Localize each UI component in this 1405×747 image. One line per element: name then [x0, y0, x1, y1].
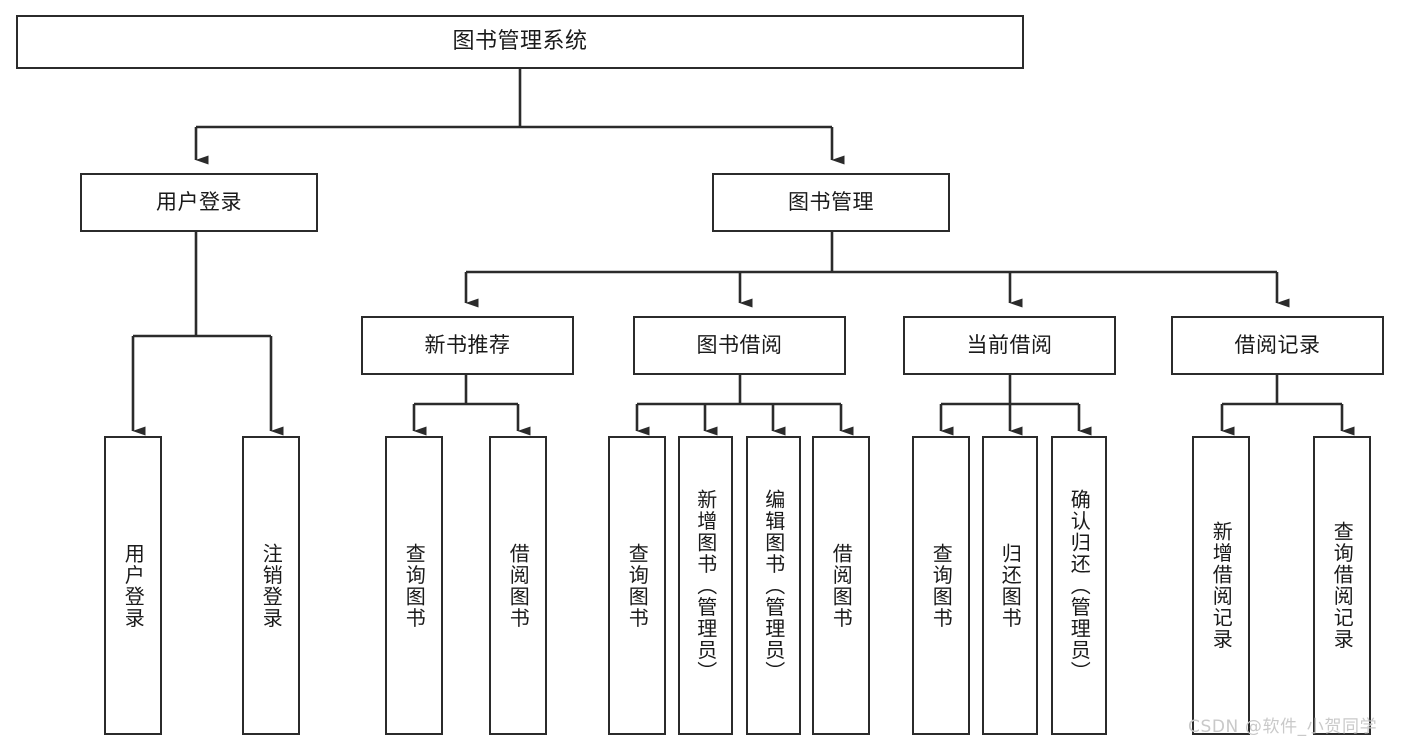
leaf-borrow-book-recommend[interactable]: 借阅图书 [489, 436, 547, 735]
leaf-confirm-return-admin[interactable]: 确认归还（管理员） [1051, 436, 1107, 735]
node-label: 编辑图书（管理员） [761, 488, 786, 683]
node-label: 用户登录 [156, 190, 242, 215]
node-label: 借阅记录 [1234, 333, 1321, 358]
leaf-user-login[interactable]: 用户登录 [104, 436, 162, 735]
csdn-watermark: CSDN @软件_小贺同学 [1188, 717, 1378, 737]
node-borrow-record[interactable]: 借阅记录 [1171, 316, 1384, 375]
leaf-query-book-recommend[interactable]: 查询图书 [385, 436, 443, 735]
node-label: 当前借阅 [966, 333, 1053, 358]
leaf-user-logout[interactable]: 注销登录 [242, 436, 300, 735]
node-label: 查询图书 [625, 542, 650, 629]
node-label: 新增图书（管理员） [693, 488, 718, 683]
node-label: 新书推荐 [424, 333, 511, 358]
node-book-management[interactable]: 图书管理 [712, 173, 950, 232]
node-label: 确认归还（管理员） [1067, 488, 1092, 683]
leaf-add-borrow-record[interactable]: 新增借阅记录 [1192, 436, 1250, 735]
node-label: 归还图书 [998, 542, 1023, 629]
node-label: 查询图书 [929, 542, 954, 629]
node-root-book-management-system[interactable]: 图书管理系统 [16, 15, 1024, 69]
node-current-borrow[interactable]: 当前借阅 [903, 316, 1116, 375]
leaf-query-borrow-record[interactable]: 查询借阅记录 [1313, 436, 1371, 735]
leaf-add-book-admin[interactable]: 新增图书（管理员） [678, 436, 733, 735]
node-book-borrow[interactable]: 图书借阅 [633, 316, 846, 375]
node-label: 图书借阅 [696, 333, 783, 358]
node-user-login[interactable]: 用户登录 [80, 173, 318, 232]
node-new-book-recommend[interactable]: 新书推荐 [361, 316, 574, 375]
node-label: 借阅图书 [506, 542, 531, 629]
node-label: 查询借阅记录 [1330, 521, 1355, 650]
node-label: 图书管理 [788, 190, 874, 215]
node-label: 图书管理系统 [452, 29, 588, 55]
node-label: 用户登录 [121, 542, 146, 629]
leaf-return-book[interactable]: 归还图书 [982, 436, 1038, 735]
leaf-borrow-book-borrow[interactable]: 借阅图书 [812, 436, 870, 735]
leaf-edit-book-admin[interactable]: 编辑图书（管理员） [746, 436, 801, 735]
leaf-query-book-borrow[interactable]: 查询图书 [608, 436, 666, 735]
node-label: 借阅图书 [829, 542, 854, 629]
leaf-query-book-current[interactable]: 查询图书 [912, 436, 970, 735]
node-label: 查询图书 [402, 542, 427, 629]
node-label: 新增借阅记录 [1209, 521, 1234, 650]
node-label: 注销登录 [259, 542, 284, 629]
